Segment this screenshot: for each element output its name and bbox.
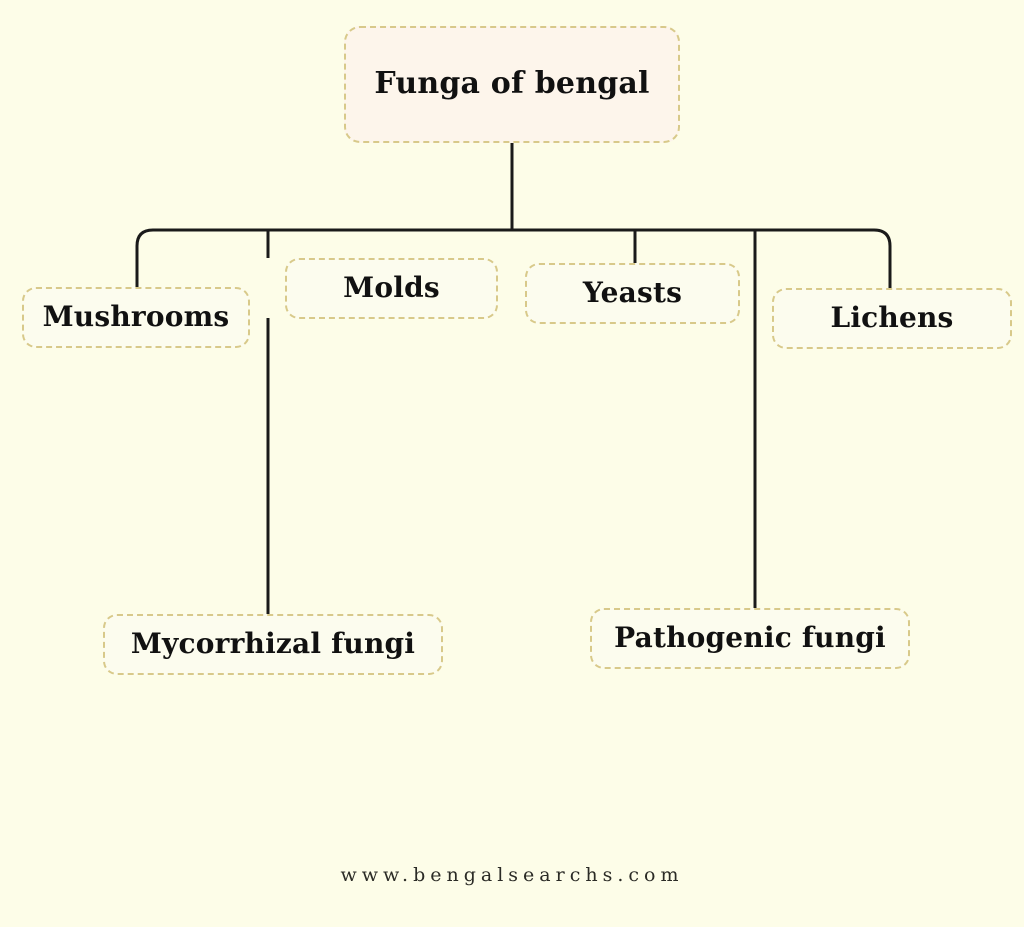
node-yeasts[interactable]: Yeasts (525, 263, 740, 324)
footer-website: www.bengalsearchs.com (0, 864, 1024, 886)
connector-bus (135, 228, 892, 288)
node-mushrooms[interactable]: Mushrooms (22, 287, 250, 348)
node-yeasts-label: Yeasts (582, 275, 683, 309)
node-lichens-label: Lichens (830, 300, 954, 334)
node-pathogenic-fungi-label: Pathogenic fungi (614, 620, 886, 654)
node-molds[interactable]: Molds (285, 258, 498, 319)
node-mushrooms-label: Mushrooms (42, 299, 230, 333)
footer-website-text: www.bengalsearchs.com (340, 864, 684, 886)
node-molds-label: Molds (343, 270, 440, 304)
node-lichens[interactable]: Lichens (772, 288, 1012, 349)
node-pathogenic-fungi[interactable]: Pathogenic fungi (590, 608, 910, 669)
node-mycorrhizal-fungi-label: Mycorrhizal fungi (130, 626, 416, 660)
node-mycorrhizal-fungi[interactable]: Mycorrhizal fungi (103, 614, 443, 675)
node-root[interactable]: Funga of bengal (344, 26, 680, 143)
node-root-label: Funga of bengal (374, 65, 650, 101)
